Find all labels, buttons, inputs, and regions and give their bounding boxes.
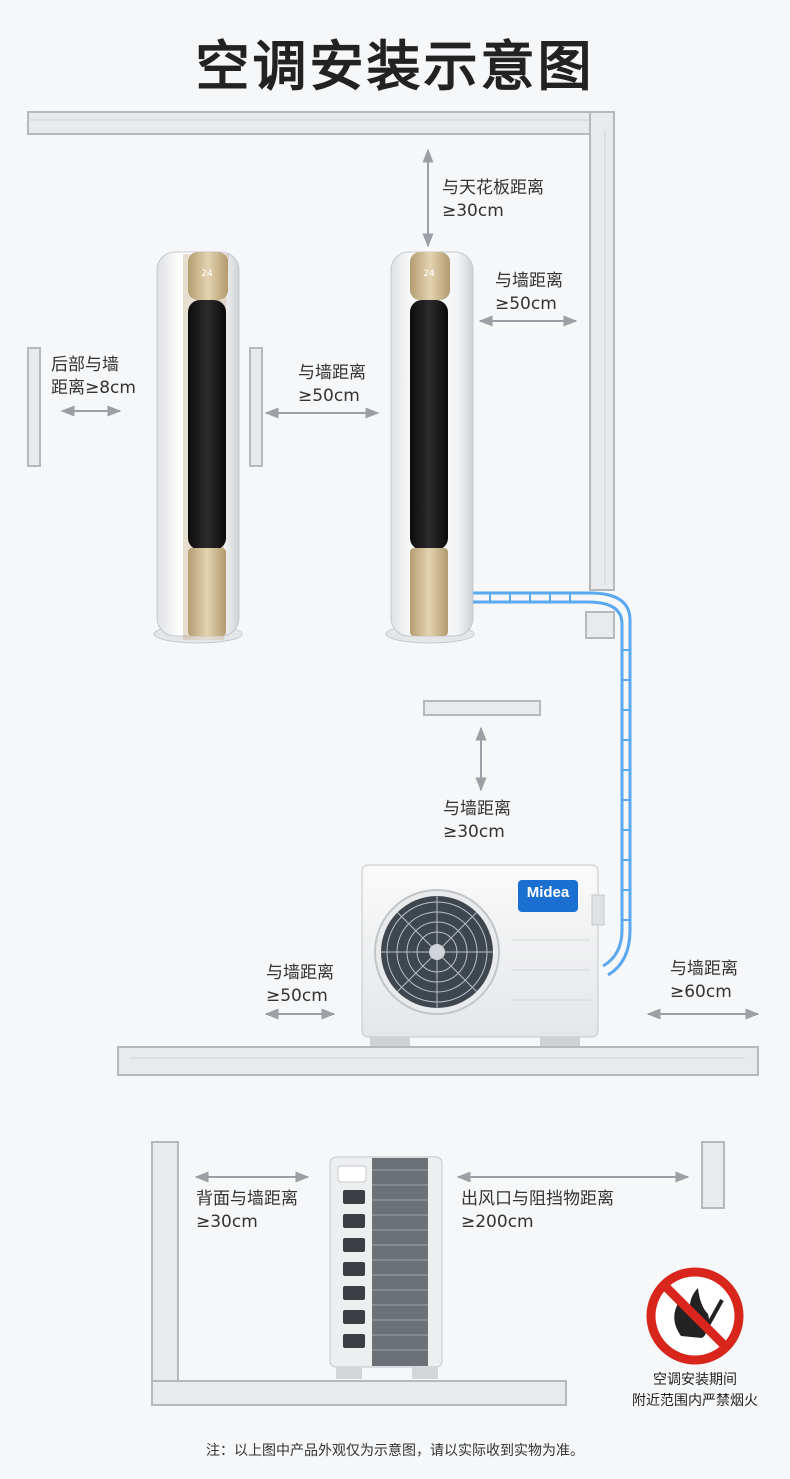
side-wall-label: 与墙距离 ≥50cm: [298, 362, 366, 408]
ceiling-distance-value: ≥30cm: [442, 201, 504, 221]
brand-logo-badge: [518, 880, 578, 912]
outlet-distance-text: 出风口与阻挡物距离: [461, 1189, 614, 1209]
floor-slab: [117, 1046, 759, 1076]
outlet-distance-label: 出风口与阻挡物距离 ≥200cm: [461, 1188, 614, 1234]
right-wall-lower: [585, 611, 615, 639]
back-distance-text: 后部与墙: [51, 355, 119, 375]
fire-warning-line1: 空调安装期间: [653, 1372, 737, 1388]
page-title: 空调安装示意图: [195, 35, 595, 98]
right-wall-label: 与墙距离 ≥50cm: [495, 270, 563, 316]
fire-warning: 空调安装期间 附近范围内严禁烟火: [610, 1370, 780, 1412]
indoor-unit-right: 24: [385, 251, 475, 644]
back-distance-value: 距离≥8cm: [51, 378, 136, 398]
svg-text:24: 24: [423, 269, 435, 279]
overhang-wall: [423, 700, 541, 716]
outdoor-left-label: 与墙距离 ≥50cm: [266, 962, 334, 1008]
rear-wall: [151, 1141, 179, 1401]
outdoor-unit-side: [329, 1156, 443, 1379]
rear-distance-value: ≥30cm: [196, 1212, 258, 1232]
side-wall-text: 与墙距离: [298, 363, 366, 383]
ceiling-wall: [27, 111, 615, 135]
refrigerant-pipe: [473, 591, 632, 977]
outdoor-left-value: ≥50cm: [266, 986, 328, 1006]
outdoor-right-label: 与墙距离 ≥60cm: [670, 958, 738, 1004]
back-distance-label: 后部与墙 距离≥8cm: [51, 354, 136, 400]
obstacle-wall: [701, 1141, 725, 1209]
no-fire-icon: [646, 1267, 744, 1365]
back-wall-segment: [27, 347, 41, 467]
footnote: 注：以上图中产品外观仅为示意图，请以实际收到实物为准。: [206, 1443, 584, 1459]
ceiling-distance-label: 与天花板距离 ≥30cm: [442, 177, 544, 223]
right-wall-value: ≥50cm: [495, 294, 557, 314]
outlet-distance-value: ≥200cm: [461, 1212, 534, 1232]
pipe-ribs: [489, 593, 630, 921]
fire-warning-line2: 附近范围内严禁烟火: [632, 1393, 758, 1409]
right-wall-text: 与墙距离: [495, 271, 563, 291]
ceiling-distance-text: 与天花板距离: [442, 178, 544, 198]
side-wall-value: ≥50cm: [298, 386, 360, 406]
outdoor-right-value: ≥60cm: [670, 982, 732, 1002]
bottom-floor: [151, 1380, 567, 1406]
rear-distance-label: 背面与墙距离 ≥30cm: [196, 1188, 298, 1234]
right-wall-upper: [589, 111, 615, 591]
brand-logo: Midea: [526, 884, 570, 901]
outdoor-top-label: 与墙距离 ≥30cm: [443, 798, 511, 844]
outdoor-top-text: 与墙距离: [443, 799, 511, 819]
side-wall-segment: [249, 347, 263, 467]
outdoor-right-text: 与墙距离: [670, 959, 738, 979]
outdoor-left-text: 与墙距离: [266, 963, 334, 983]
outdoor-top-value: ≥30cm: [443, 822, 505, 842]
rear-distance-text: 背面与墙距离: [196, 1189, 298, 1209]
svg-text:24: 24: [201, 269, 213, 279]
indoor-unit-left: 24: [153, 251, 243, 644]
